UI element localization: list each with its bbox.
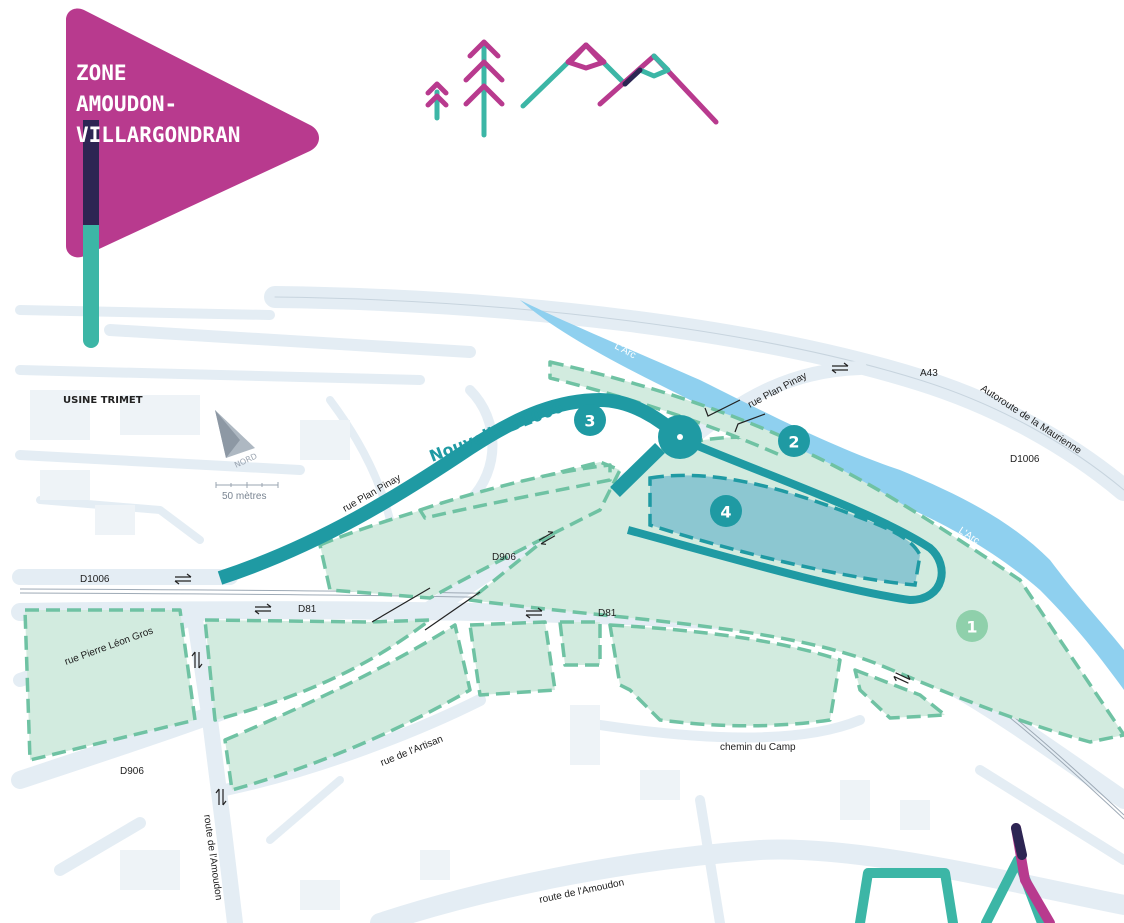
title-line-3: VILLARGONDRAN (76, 123, 240, 147)
road-label-d81-west: D81 (298, 604, 317, 615)
marker-2-label: 2 (788, 433, 799, 452)
landmark-label: USINE TRIMET (63, 395, 143, 406)
north-arrow-icon (215, 410, 255, 458)
marker-2: 2 (778, 425, 810, 457)
zone-plot-f (608, 623, 842, 728)
title-line-1: ZONE (76, 61, 127, 85)
marker-4-label: 4 (720, 503, 731, 522)
marker-3-label: 3 (584, 412, 595, 431)
marker-1: 1 (956, 610, 988, 642)
zone-plot-a (23, 608, 197, 762)
new-d1006-route (217, 393, 946, 604)
zone-small-strip (418, 463, 612, 520)
road-bars (371, 399, 766, 631)
road-label-d1006-west: D1006 (80, 574, 110, 585)
roundabout-center (677, 434, 683, 440)
zone-plot-e (558, 620, 602, 667)
road-label-d906-north: D906 (492, 552, 516, 563)
scale-label: 50 mètres (222, 491, 266, 502)
zones (23, 360, 1124, 792)
corner-logo (855, 823, 1055, 923)
road-label-chemin-camp: chemin du Camp (720, 742, 796, 753)
zone-west-north (318, 460, 622, 600)
marker-4: 4 (710, 495, 742, 527)
road-label-d1006-east: D1006 (1010, 454, 1040, 465)
road-label-d81-east: D81 (598, 608, 617, 619)
buildings (30, 390, 930, 910)
title-line-2: AMOUDON- (76, 92, 177, 116)
zone-plot-g (853, 668, 947, 720)
zone-plot-d (468, 620, 557, 697)
marker-3: 3 (574, 404, 606, 436)
two-way-arrows (174, 362, 911, 806)
scale-bar (215, 482, 279, 488)
marker-1-label: 1 (966, 618, 977, 637)
road-label-d906-south: D906 (120, 766, 144, 777)
river-arc (520, 300, 1124, 690)
zone-plot-c (223, 623, 472, 792)
trees-mountains-logo (425, 39, 719, 138)
title-pennant: ZONE AMOUDON- VILLARGONDRAN (66, 8, 319, 348)
zone-plot-b (203, 618, 432, 722)
road-label-a43: A43 (920, 368, 938, 379)
